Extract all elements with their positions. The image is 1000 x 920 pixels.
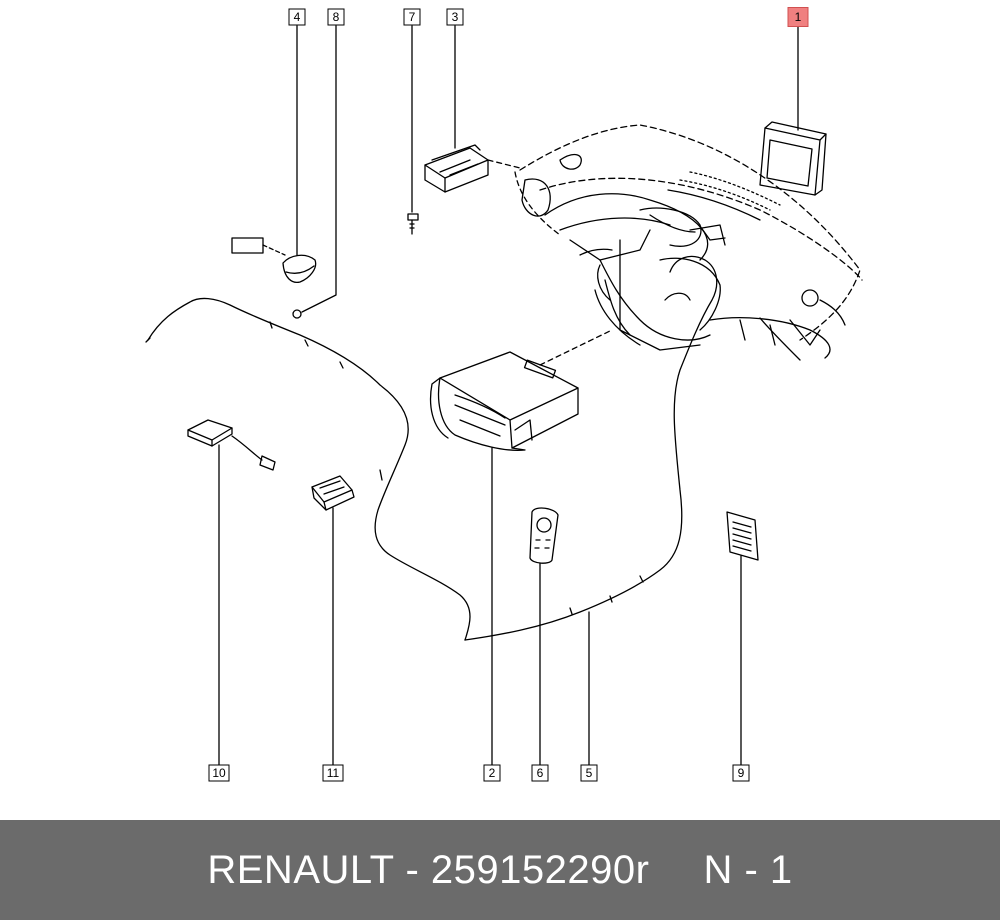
roof-antenna-illustration: [231, 237, 317, 319]
callout-number: 5: [586, 766, 593, 780]
callout-9: 9: [732, 764, 750, 782]
callout-number: 3: [452, 10, 459, 24]
callout-box: [732, 764, 750, 782]
head-unit-illustration: [429, 351, 579, 451]
reference-lines: [487, 159, 613, 366]
part-number-label: RENAULT - 259152290r: [207, 847, 650, 892]
callout-box: [446, 8, 464, 26]
quantity-label: N - 1: [703, 847, 793, 892]
dashboard-illustration: [514, 124, 863, 361]
callout-1: 1: [787, 7, 809, 27]
control-module-illustration: [424, 144, 489, 193]
callout-box: [322, 764, 344, 782]
callout-box: [208, 764, 230, 782]
switch-block-illustration: [311, 475, 355, 511]
screw-illustration: [407, 213, 419, 235]
callout-6: 6: [531, 764, 549, 782]
leader-lines: [218, 25, 799, 766]
parts-diagram: 1 2 3 4 5 6 7 8 9 10 11: [145, 7, 863, 782]
callout-labels: 1 2 3 4 5 6 7 8 9 10 11: [208, 7, 809, 782]
callout-box: [288, 8, 306, 26]
manual-booklet-illustration: [726, 511, 759, 561]
callout-box: [787, 7, 809, 27]
callout-box: [327, 8, 345, 26]
display-screen-illustration: [759, 121, 827, 196]
callout-8: 8: [327, 8, 345, 26]
footer-bar: RENAULT - 259152290r N - 1: [0, 820, 1000, 920]
gps-antenna-illustration: [187, 419, 276, 471]
callout-number: 6: [537, 766, 544, 780]
callout-5: 5: [580, 764, 598, 782]
callout-number: 1: [795, 10, 802, 24]
callout-box: [580, 764, 598, 782]
callout-number: 8: [333, 10, 340, 24]
callout-number: 10: [212, 766, 226, 780]
antenna-harness-illustration: [145, 255, 718, 641]
callout-box: [531, 764, 549, 782]
callout-11: 11: [322, 764, 344, 782]
callout-number: 11: [327, 766, 340, 780]
callout-number: 9: [738, 766, 745, 780]
callout-box: [483, 764, 501, 782]
callout-2: 2: [483, 764, 501, 782]
callout-3: 3: [446, 8, 464, 26]
callout-number: 2: [489, 766, 496, 780]
callout-box: [403, 8, 421, 26]
remote-control-illustration: [529, 507, 559, 564]
callout-7: 7: [403, 8, 421, 26]
callout-10: 10: [208, 764, 230, 782]
callout-4: 4: [288, 8, 306, 26]
callout-number: 7: [409, 10, 416, 24]
callout-number: 4: [294, 10, 301, 24]
